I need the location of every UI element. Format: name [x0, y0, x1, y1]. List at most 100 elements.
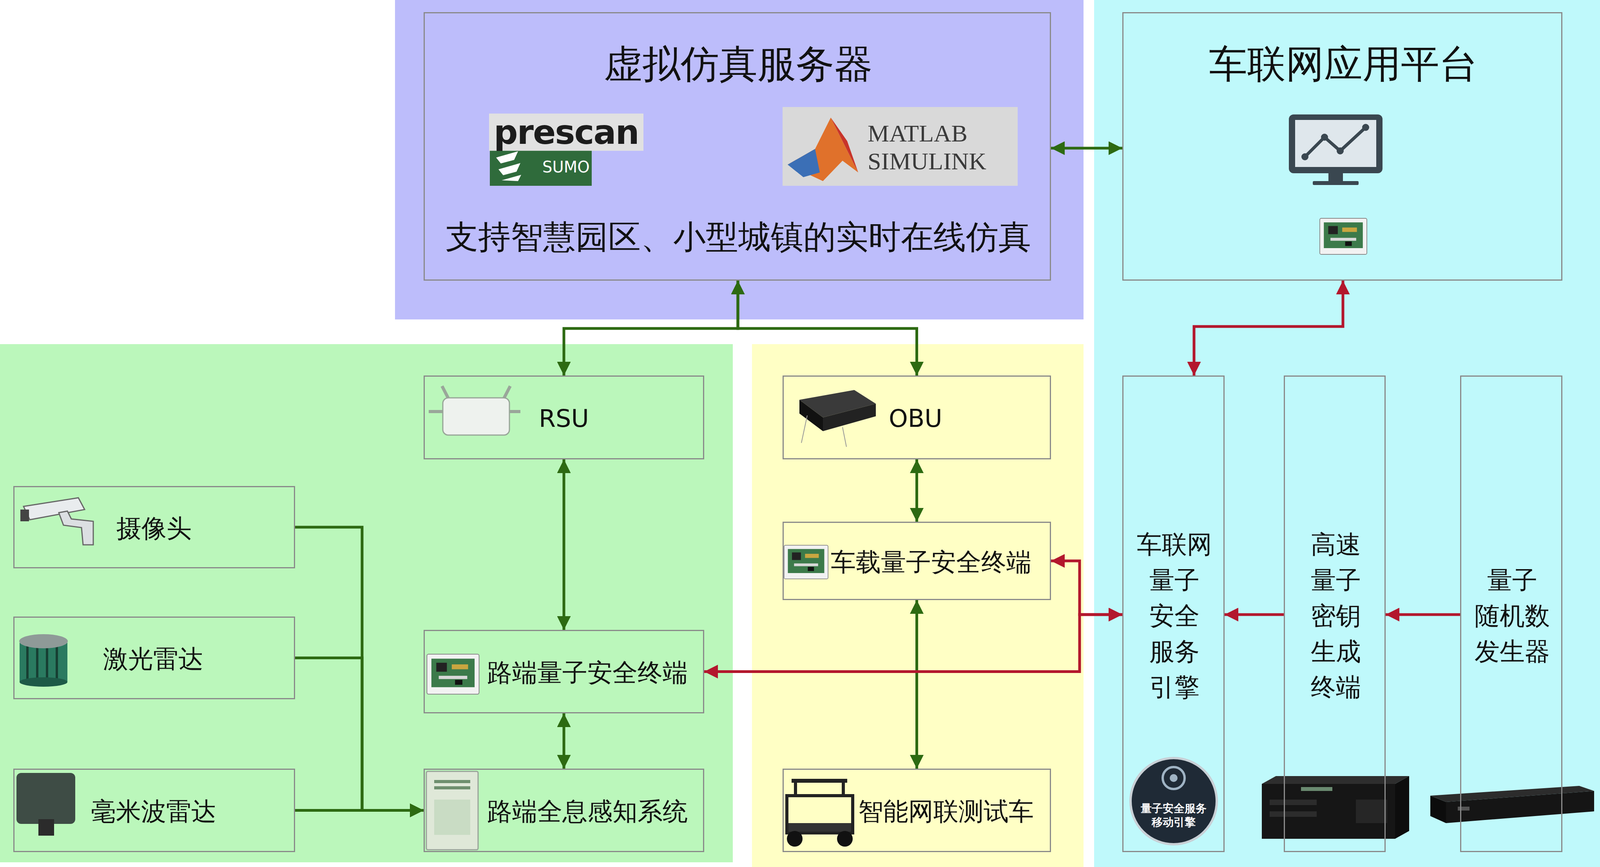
panel-background: [395, 0, 1084, 320]
text-holder: prescan: [489, 113, 644, 151]
node-box: 路端量子安全终端: [423, 629, 705, 714]
node-label: 路端量子安全终端: [487, 657, 688, 688]
monitor-icon: [1288, 114, 1383, 185]
obu-icon: [842, 427, 847, 447]
obu-icon: [799, 399, 823, 432]
connector-arrow: [704, 614, 1123, 672]
connector-arrow: [737, 280, 917, 376]
node-label: 智能网联测试车: [858, 796, 1034, 827]
monitor-icon: [1320, 133, 1329, 141]
server-icon: [1395, 775, 1410, 839]
node-box: 智能网联测试车: [782, 768, 1051, 852]
text-holder: 虚拟仿真服务器: [603, 41, 873, 88]
connector-arrow: [915, 599, 919, 769]
lidar-icon: [36, 644, 39, 682]
sumo-logo: [489, 145, 592, 186]
server-icon: [1269, 799, 1317, 805]
text-holder: 高速 量子 密钥 生成 终端: [1290, 526, 1381, 705]
node-label: SUMO: [542, 157, 590, 177]
text-holder: 摄像头: [116, 513, 192, 544]
board-icon: [426, 218, 1367, 694]
connector-arrow: [563, 280, 738, 376]
monitor-icon: [1362, 123, 1370, 131]
obu-icon: [822, 403, 876, 432]
server-icon: [1269, 811, 1317, 817]
monitor-icon: [1304, 127, 1366, 157]
connector-arrow: [295, 527, 424, 811]
connector-arrow: [1224, 613, 1284, 617]
server-icon: [1301, 786, 1333, 791]
node-label: 车联网应用平台: [1208, 41, 1478, 88]
lidar-icon: [45, 644, 49, 682]
text-holder: SUMO: [542, 157, 590, 177]
node-box: 虚拟仿真服务器 prescanSUMO MATLAB SIMULINK 支持智慧园区、…: [423, 12, 1051, 281]
radar-icon: [38, 819, 55, 836]
text-holder: 量子 随机数 发生器: [1467, 562, 1558, 670]
test-car-icon: [793, 780, 798, 796]
node-box: 路端全息感知系统: [423, 768, 705, 852]
monitor-icon: [1288, 114, 1383, 174]
lidar-icon: [19, 634, 68, 649]
board-icon: [784, 545, 829, 579]
lidar-icon: [55, 644, 58, 682]
text-holder: 车载量子安全终端: [830, 547, 1032, 578]
sensing-device-icon: [434, 779, 471, 783]
monitor-icon: [1328, 173, 1343, 182]
matlab-logo: [787, 148, 820, 178]
radar-icon: [16, 772, 76, 836]
rng-device-icon: [1445, 790, 1595, 823]
node-label: 高速 量子 密钥 生成 终端: [1290, 526, 1381, 705]
monitor-icon: [1295, 119, 1377, 167]
node-label: 支持智慧园区、小型城镇的实时在线仿真: [445, 217, 1032, 257]
text-holder: 智能网联测试车: [858, 796, 1034, 827]
connector-arrow: [1050, 560, 1123, 615]
obu-icon: [799, 389, 876, 447]
rsu-icon: [442, 385, 449, 399]
monitor-icon: [1336, 147, 1344, 155]
connector-arrow: [295, 808, 424, 812]
connector-arrow: [1385, 613, 1461, 617]
node-box: RSU: [423, 375, 705, 460]
test-car-icon: [788, 822, 852, 832]
radar-icon: [16, 772, 76, 824]
node-label: 车联网 量子 安全 服务 引擎: [1129, 526, 1220, 705]
text-holder: 车联网应用平台: [1208, 41, 1478, 88]
test-car-icon: [786, 830, 803, 847]
connector-arrow: [1050, 146, 1123, 150]
rng-device-icon: [1430, 795, 1446, 823]
node-label: 虚拟仿真服务器: [603, 41, 873, 88]
node-label: MATLAB SIMULINK: [867, 119, 1033, 176]
camera-icon: [58, 510, 94, 545]
text-holder: 毫米波雷达: [90, 796, 217, 827]
panel-background: [1094, 0, 1600, 867]
lidar-icon: [19, 677, 68, 687]
sumo-logo: [496, 151, 522, 182]
engine-logo: [1169, 773, 1178, 782]
lidar-icon: [19, 642, 68, 682]
connector-arrow: [1194, 280, 1343, 376]
rsu-icon: [503, 385, 511, 399]
sumo-logo: [489, 145, 592, 186]
node-label: prescan: [489, 113, 644, 151]
node-box: 毫米波雷达: [13, 768, 296, 852]
engine-logo: [1130, 757, 1217, 845]
rsu-icon: [428, 385, 521, 435]
node-box: 车联网 量子 安全 服务 引擎: [1122, 375, 1225, 852]
lidar-icon: [19, 634, 68, 687]
node-box: 量子 随机数 发生器: [1460, 375, 1563, 852]
lidar-icon: [26, 644, 29, 682]
sensing-device-icon: [426, 771, 479, 850]
rng-device-icon: [1457, 806, 1470, 811]
test-car-icon: [841, 780, 845, 796]
test-car-icon: [786, 795, 853, 833]
monitor-icon: [1301, 153, 1309, 161]
node-box: 车载量子安全终端: [782, 521, 1051, 600]
node-label: 量子 随机数 发生器: [1467, 562, 1558, 670]
test-car-icon: [837, 830, 853, 847]
node-box: 高速 量子 密钥 生成 终端: [1283, 375, 1386, 852]
rng-device-icon: [1430, 785, 1595, 823]
node-label: RSU: [538, 404, 589, 434]
